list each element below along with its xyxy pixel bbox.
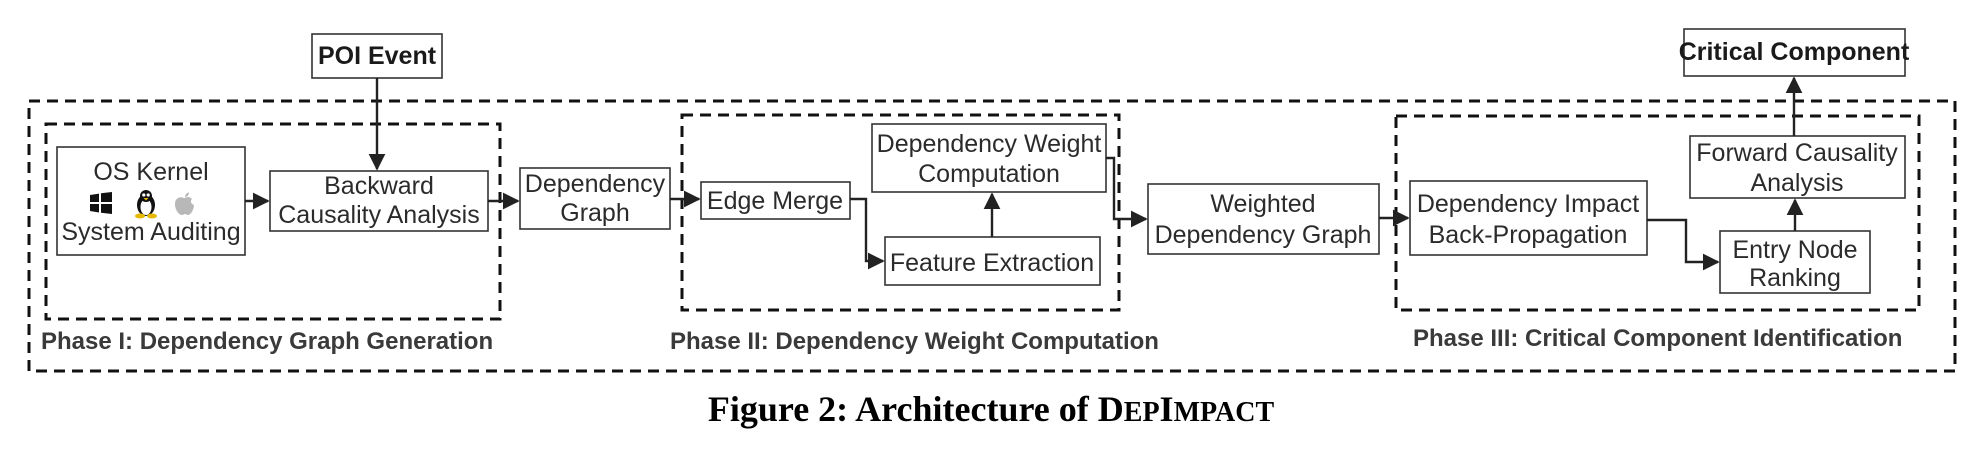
arrow-impact-to-entry	[1647, 218, 1720, 271]
system-auditing-label: System Auditing	[61, 218, 240, 246]
entry-node-line2: Ranking	[1749, 264, 1841, 292]
forward-causality-box: Forward Causality Analysis	[1689, 135, 1906, 199]
windows-icon	[90, 192, 112, 214]
caption-name-i: I	[1159, 389, 1174, 429]
dep-impact-line1: Dependency Impact	[1417, 190, 1639, 218]
forward-causality-line1: Forward Causality	[1696, 139, 1898, 167]
dependency-impact-box: Dependency Impact Back-Propagation	[1409, 180, 1648, 256]
linux-icon	[135, 190, 157, 219]
dependency-graph-box: Dependency Graph	[519, 167, 671, 230]
poi-event-label: POI Event	[318, 42, 437, 70]
weighted-dependency-graph-box: Weighted Dependency Graph	[1147, 183, 1380, 255]
caption-name-ep: EP	[1123, 397, 1160, 428]
entry-node-ranking-box: Entry Node Ranking	[1719, 230, 1871, 294]
os-kernel-label: OS Kernel	[93, 158, 208, 186]
dependency-weight-computation-box: Dependency Weight Computation	[871, 123, 1107, 193]
backward-causality-line2: Causality Analysis	[278, 201, 479, 229]
apple-icon	[175, 192, 194, 215]
feature-extraction-label: Feature Extraction	[890, 249, 1094, 277]
backward-causality-box: Backward Causality Analysis	[269, 170, 489, 232]
arrow-edgemerge-to-feature	[850, 197, 885, 270]
os-kernel-box: OS Kernel System Auditing	[56, 146, 246, 256]
phase1-group	[44, 122, 502, 321]
critical-component-box: Critical Component	[1679, 28, 1910, 77]
edge-merge-label: Edge Merge	[707, 187, 843, 215]
outer-dashed-frame	[27, 99, 1957, 373]
weighted-graph-line1: Weighted	[1210, 190, 1315, 218]
weighted-graph-line2: Dependency Graph	[1155, 221, 1372, 249]
feature-extraction-box: Feature Extraction	[884, 236, 1101, 286]
critical-component-label: Critical Component	[1679, 38, 1910, 66]
edge-merge-box: Edge Merge	[700, 181, 851, 220]
dep-weight-comp-line2: Computation	[918, 160, 1060, 188]
caption-prefix: Figure 2: Architecture of	[707, 389, 1098, 429]
figure-caption: Figure 2: Architecture of DEPIMPACT	[0, 388, 1982, 430]
dep-impact-line2: Back-Propagation	[1429, 221, 1628, 249]
caption-name-mpact: MPACT	[1173, 397, 1275, 428]
forward-causality-line2: Analysis	[1750, 169, 1843, 197]
phase3-label: Phase III: Critical Component Identifica…	[1413, 325, 1902, 352]
entry-node-line1: Entry Node	[1732, 236, 1857, 264]
poi-event-box: POI Event	[311, 33, 443, 79]
phase1-label: Phase I: Dependency Graph Generation	[41, 328, 493, 355]
arrow-weightcomp-to-weighted	[1106, 156, 1148, 228]
phase2-group	[680, 113, 1121, 312]
backward-causality-line1: Backward	[324, 172, 434, 200]
dependency-graph-line1: Dependency	[525, 170, 666, 198]
phase2-label: Phase II: Dependency Weight Computation	[670, 328, 1159, 355]
dep-weight-comp-line1: Dependency Weight	[877, 130, 1102, 158]
dependency-graph-line2: Graph	[560, 199, 629, 227]
caption-name-d: D	[1097, 389, 1124, 429]
